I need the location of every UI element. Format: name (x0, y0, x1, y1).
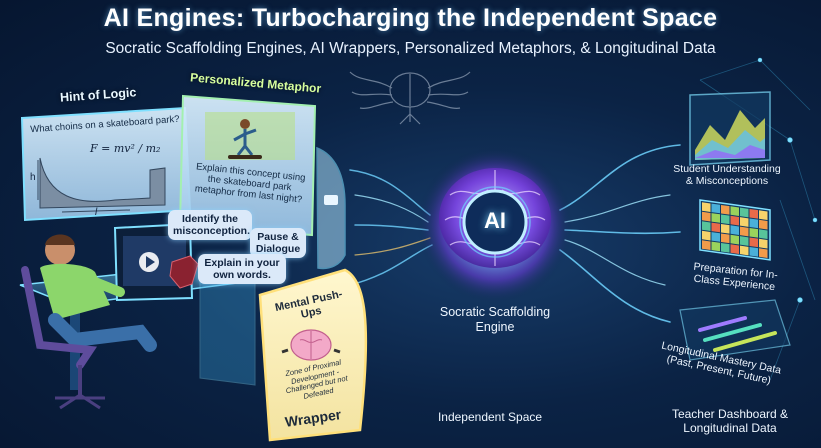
bubble-identify-misconception: Identify the misconception. (168, 210, 252, 241)
heatmap-cell (721, 214, 730, 225)
ai-label: AI (484, 208, 506, 233)
axis-h-label: h (30, 172, 36, 183)
heatmap-cell (730, 215, 739, 226)
heatmap-cell (759, 248, 768, 258)
wrapper-card (258, 268, 368, 442)
heatmap-cell (721, 204, 730, 215)
heatmap-cell (749, 246, 758, 257)
heatmap-cell (711, 222, 720, 233)
heatmap-cell (702, 202, 711, 212)
shield-icon (169, 255, 199, 289)
understanding-chart (689, 91, 771, 166)
heatmap-cell (740, 236, 749, 246)
heatmap-cell (711, 213, 720, 223)
bubble-pause-dialogue: Pause & Dialogue (250, 228, 306, 259)
heatmap-cell (759, 229, 768, 239)
heatmap-cell (749, 208, 758, 219)
heatmap-cell (730, 234, 739, 245)
mastery-timeline (679, 299, 791, 361)
heatmap-cell (730, 225, 739, 235)
heatmap-cell (759, 219, 768, 230)
independent-space-label: Independent Space (437, 410, 543, 424)
student-understanding-label: Student Understanding & Misconceptions (673, 163, 781, 188)
heatmap-cell (711, 203, 720, 214)
heatmap-cell (711, 241, 720, 252)
socratic-engine-label: Socratic Scaffolding Engine (439, 305, 551, 334)
student-at-desk (19, 222, 261, 410)
heatmap-cell (740, 217, 749, 227)
metaphor-card (178, 94, 317, 237)
heatmap-cell (721, 233, 730, 244)
page-subtitle: Socratic Scaffolding Engines, AI Wrapper… (105, 40, 716, 57)
heatmap-cell (740, 245, 749, 256)
axis-l-label: l (95, 207, 98, 218)
heatmap-cell (749, 218, 758, 229)
side-glass-strip (316, 146, 346, 270)
heatmap-cell (721, 242, 730, 253)
heatmap-cell (702, 221, 711, 231)
heatmap-cell (740, 207, 749, 218)
page-title: AI Engines: Turbocharging the Independen… (103, 4, 718, 32)
preparation-heatmap (699, 199, 771, 261)
heatmap-cell (749, 227, 758, 238)
bubble-explain-own-words: Explain in your own words. (198, 254, 286, 285)
heatmap-cell (730, 244, 739, 254)
energy-streams-right (559, 144, 681, 323)
heatmap-cell (711, 232, 720, 242)
heatmap-cell (702, 230, 711, 241)
ai-brain (417, 147, 573, 303)
heatmap-cell (749, 237, 758, 248)
heatmap-cell (702, 240, 711, 250)
winged-brain-emblem (349, 71, 471, 125)
heatmap-cell (759, 210, 768, 220)
heatmap-cell (759, 238, 768, 249)
teacher-dashboard-label: Teacher Dashboard & Longitudinal Data (671, 407, 789, 435)
heatmap-cell (702, 211, 711, 222)
heatmap-cell (740, 226, 749, 237)
physics-formula: F = mv² / m₂ (90, 142, 161, 155)
heatmap-cell (721, 223, 730, 234)
heatmap-cell (730, 206, 739, 216)
